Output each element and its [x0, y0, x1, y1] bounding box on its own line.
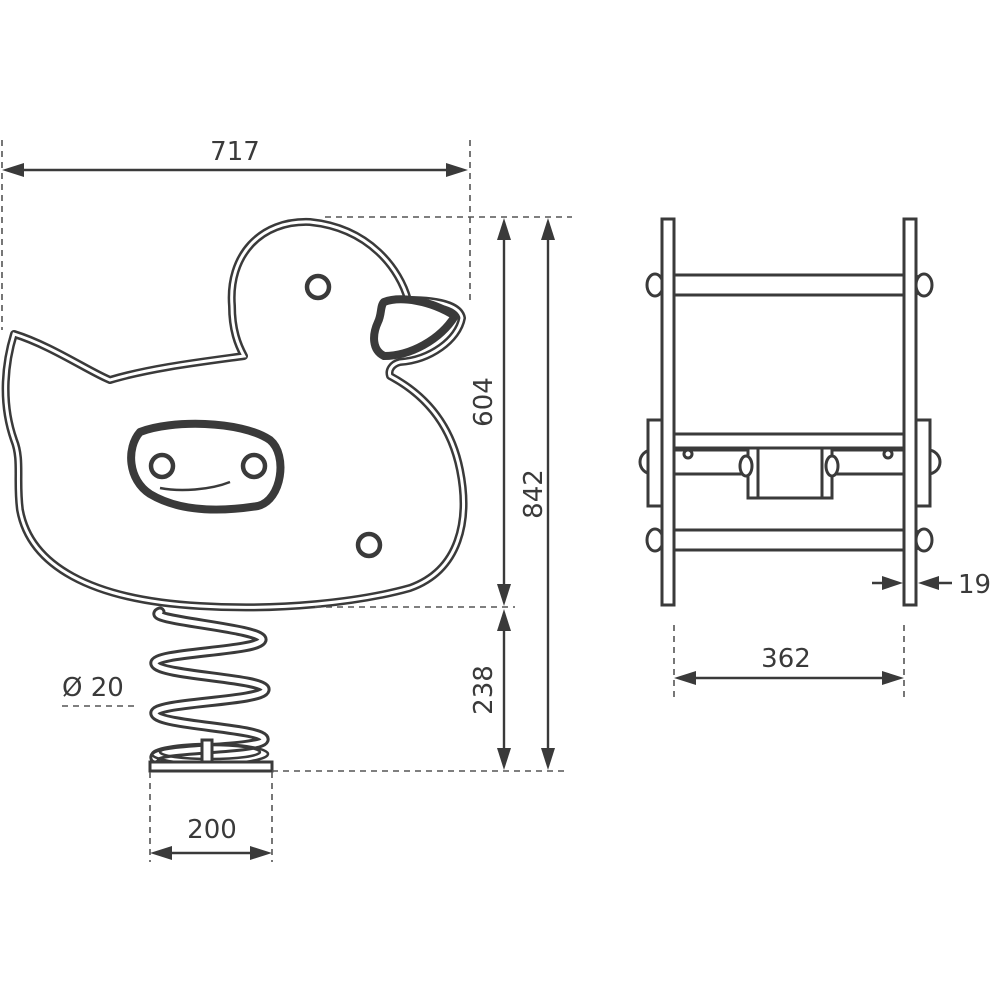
front-bottom-rod [658, 528, 924, 552]
front-side-board-right [902, 217, 918, 607]
front-view [638, 217, 942, 607]
duck-outline-inner [4, 220, 465, 609]
front-extension-lines [673, 625, 905, 702]
dimension-total-height-label: 842 [519, 469, 549, 519]
dimension-total-height: 842 [519, 218, 555, 770]
dimension-spring-height-label: 238 [469, 665, 499, 715]
dimension-board-thickness-label: 19 [958, 570, 991, 600]
dimension-seat-width-label: 362 [761, 644, 811, 674]
front-seat-bolt-1 [682, 448, 694, 460]
dimension-spring-diameter-label: Ø 20 [62, 673, 124, 703]
duck-body [1, 217, 468, 612]
spring-coil [148, 606, 274, 773]
front-spring-bracket-inner [756, 446, 824, 500]
spring-path-inner [152, 609, 268, 761]
dimension-body-height: 604 [469, 218, 511, 606]
dimension-board-thickness: 19 [872, 570, 991, 600]
dimension-spring-height: 238 [469, 609, 511, 770]
front-top-rod [658, 273, 924, 297]
duck-beak [370, 295, 459, 360]
dimension-base-width: 200 [150, 815, 272, 860]
duck-handle-hole-left [148, 452, 176, 480]
front-bracket-lug-right [824, 454, 840, 478]
front-seat-plank [668, 432, 912, 450]
side-extension-lines [1, 140, 572, 862]
front-bolt-bottom-right [914, 527, 934, 553]
dimension-base-width-label: 200 [187, 815, 237, 845]
dimension-seat-width: 362 [674, 644, 904, 685]
front-bracket-lug-left [738, 454, 754, 478]
spring-clamp [200, 738, 214, 764]
front-side-board-left [660, 217, 676, 607]
duck-handle-grip [159, 480, 231, 492]
front-bolt-top-right [914, 272, 934, 298]
front-seat-bolt-2 [882, 448, 894, 460]
front-clamp-left [646, 418, 664, 508]
dimension-total-width: 717 [2, 137, 468, 177]
dimension-body-height-label: 604 [469, 377, 499, 427]
duck-eye-hole [304, 273, 332, 301]
dimension-total-width-label: 717 [210, 137, 260, 167]
spring-base-plate [148, 760, 274, 773]
front-clamp-right [914, 418, 932, 508]
duck-foot-hole [355, 531, 383, 559]
duck-handle-hole-right [240, 452, 268, 480]
